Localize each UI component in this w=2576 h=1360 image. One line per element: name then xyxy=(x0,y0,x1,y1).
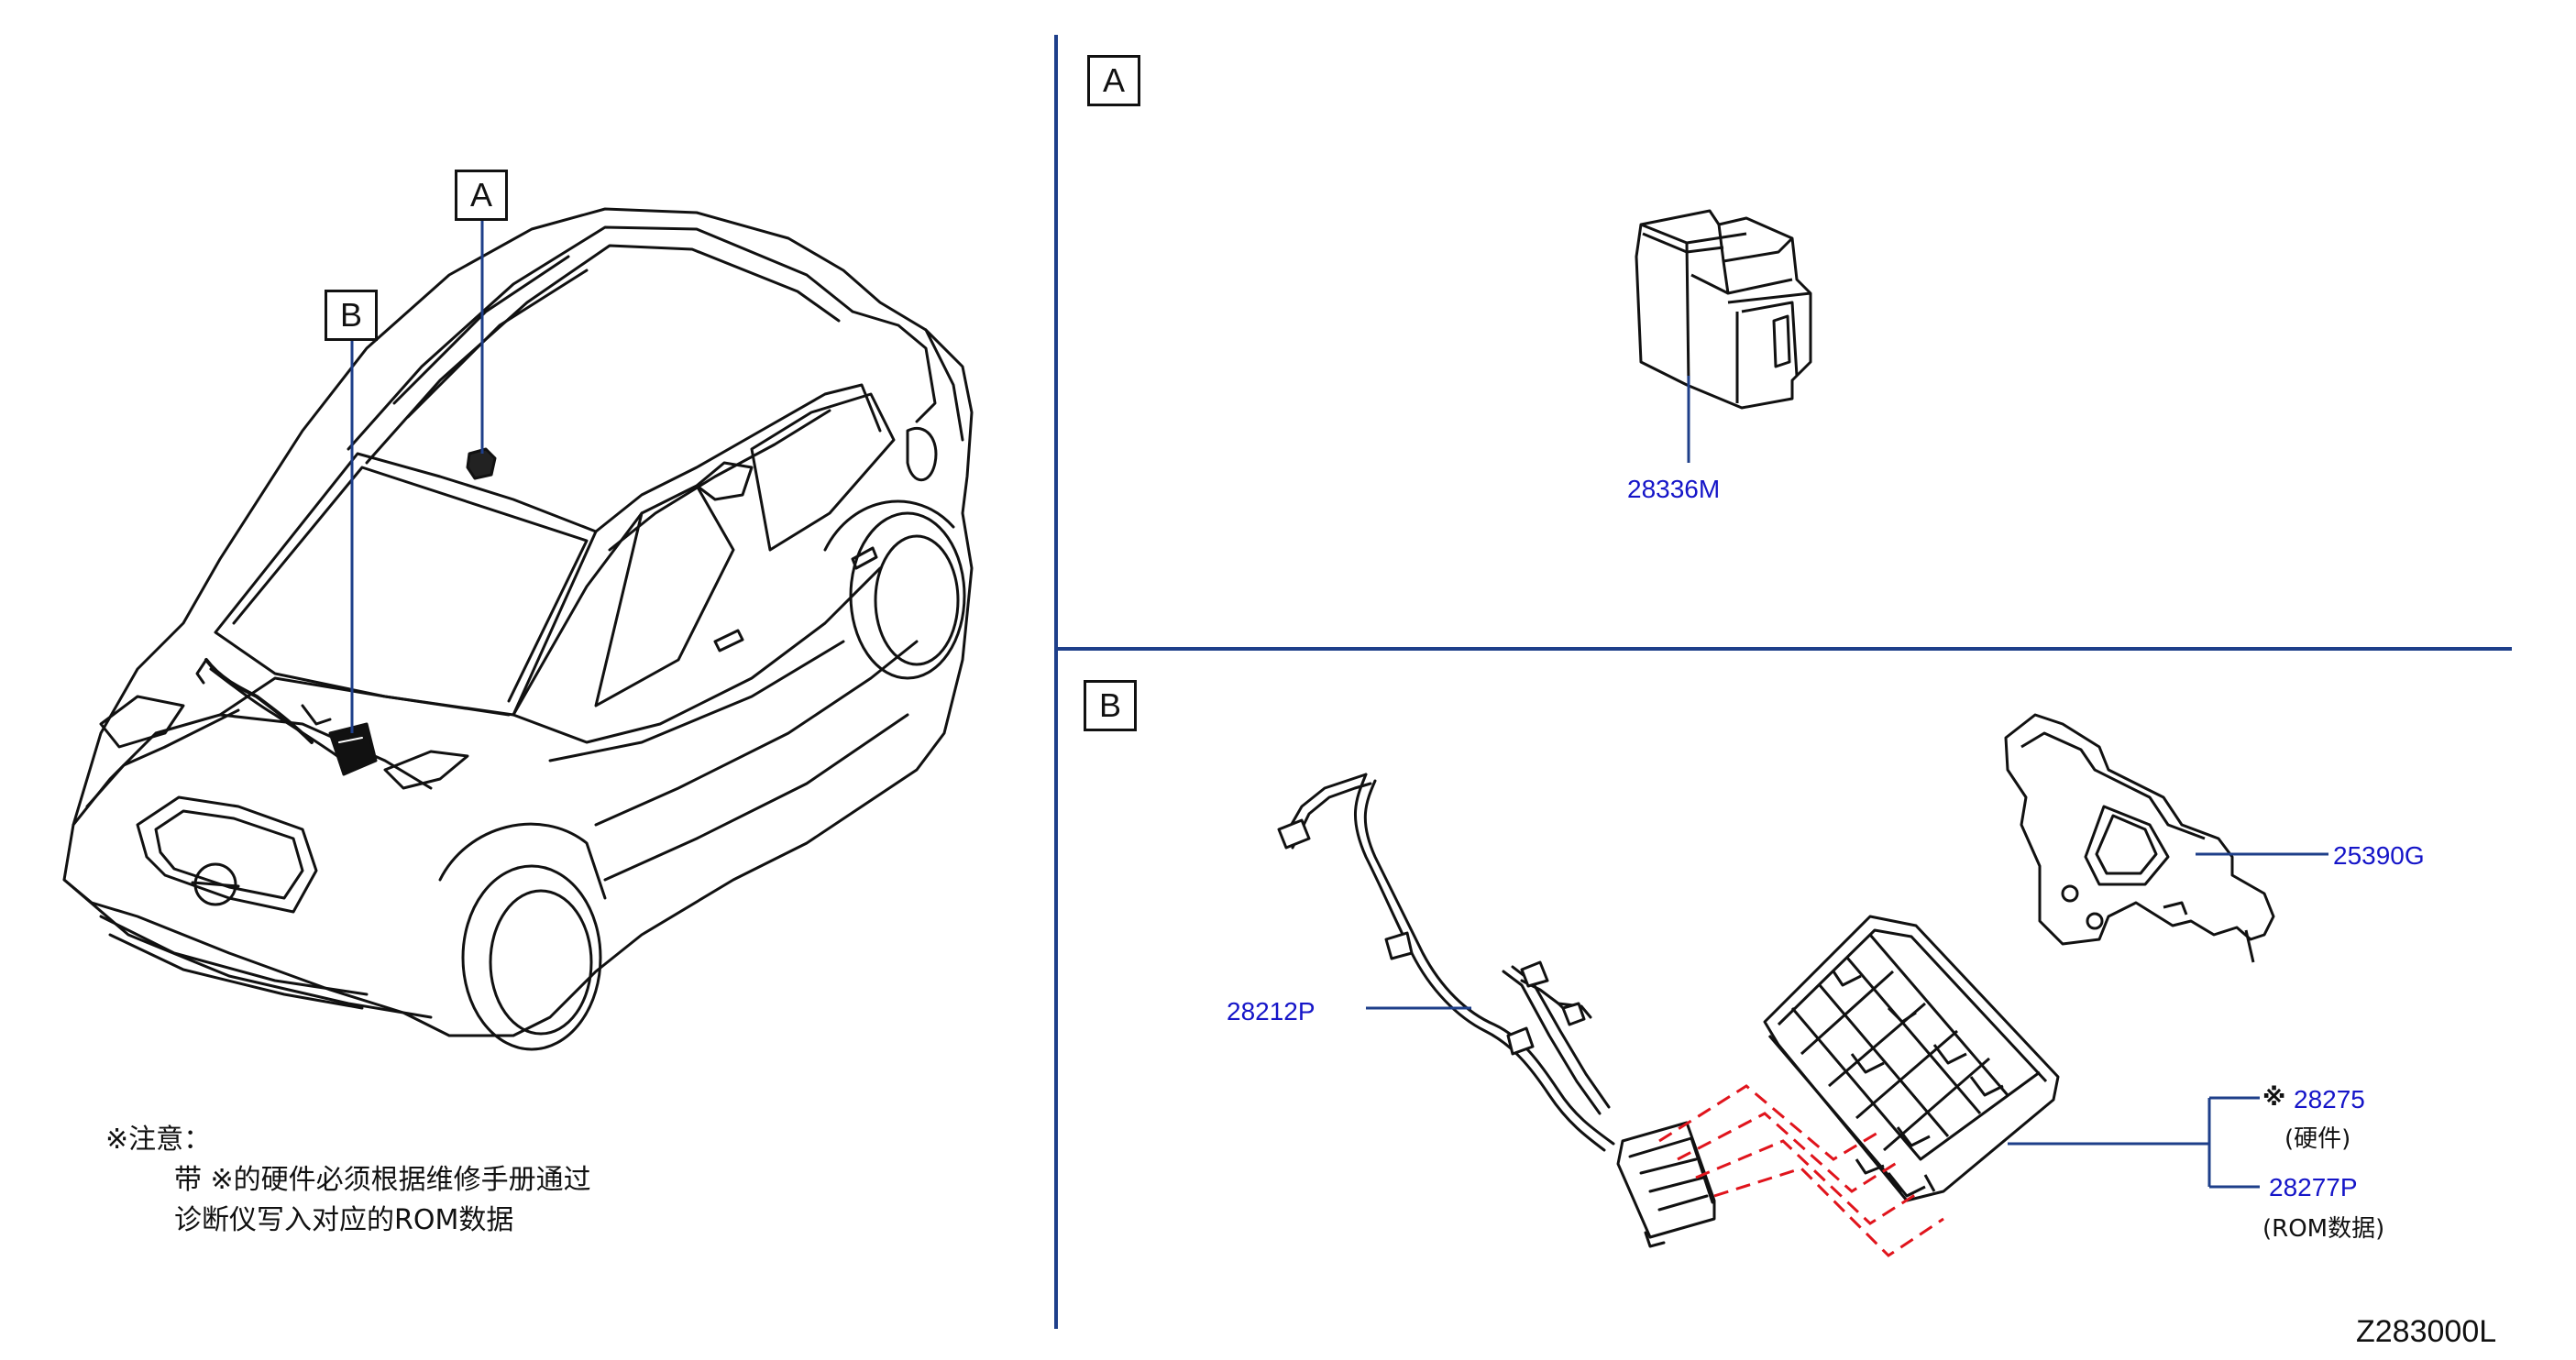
part-number-28275: 28275 xyxy=(2294,1085,2365,1113)
callout-panel-a: A xyxy=(1087,55,1140,106)
callout-car-a: A xyxy=(455,170,508,221)
note-heading: ※注意： xyxy=(105,1124,212,1156)
callout-panel-b: B xyxy=(1084,680,1137,731)
part-number-28336m: 28336M xyxy=(1627,475,1721,503)
part-number-25390g: 25390G xyxy=(2333,841,2425,870)
control-unit-drawing xyxy=(1763,915,2060,1202)
note-28275-hardware: (硬件) xyxy=(2284,1125,2351,1153)
harness-part-drawing xyxy=(1277,773,1716,1248)
connection-dashed-lines xyxy=(1658,1084,1944,1257)
note-28277p-rom: (ROM数据) xyxy=(2262,1215,2385,1243)
callout-car-b: B xyxy=(325,290,378,341)
note-line-1: 带 ※的硬件必须根据维修手册通过 xyxy=(174,1164,591,1196)
relay-part-drawing xyxy=(1635,209,1812,410)
diagram-code: Z283000L xyxy=(2356,1314,2497,1349)
bracket-part-drawing xyxy=(2004,713,2275,963)
part-number-28277p: 28277P xyxy=(2269,1173,2358,1201)
car-illustration xyxy=(62,207,974,1051)
note-line-2: 诊断仪写入对应的ROM数据 xyxy=(174,1204,514,1236)
reference-mark-28275: ※ xyxy=(2262,1084,2286,1112)
part-number-28212p: 28212P xyxy=(1227,997,1316,1025)
